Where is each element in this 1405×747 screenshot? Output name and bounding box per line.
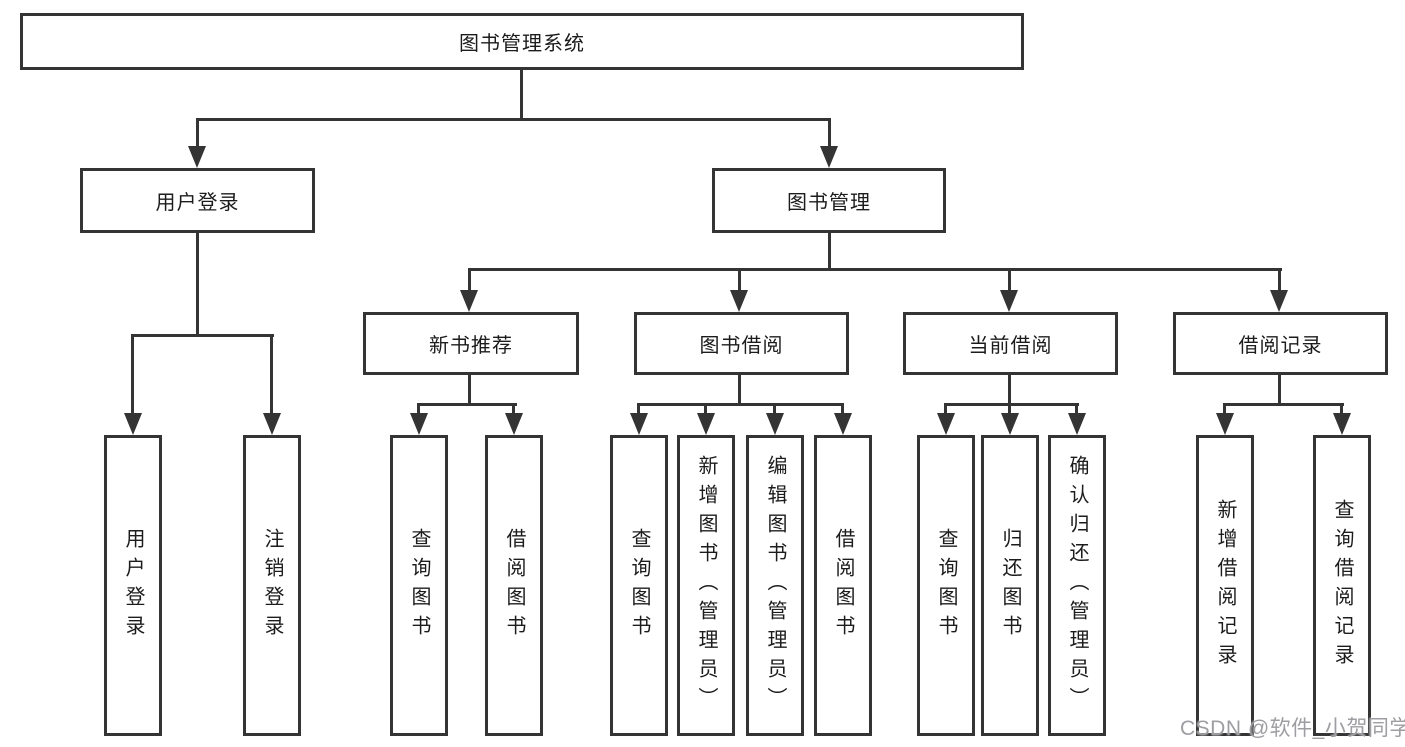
- connector-line: [468, 374, 471, 405]
- leaf-add-borrow-record: 新增借阅记录: [1196, 435, 1254, 736]
- leaf-return-book: 归还图书: [981, 435, 1039, 736]
- arrowhead-down-icon: [1216, 413, 1234, 435]
- arrowhead-down-icon: [460, 290, 478, 312]
- leaf-label: 编辑图书（管理员）: [764, 455, 786, 716]
- node-label: 图书借阅: [699, 335, 784, 357]
- node-current-borrowing: 当前借阅: [903, 312, 1118, 375]
- connector-line: [417, 403, 517, 406]
- arrowhead-down-icon: [1068, 413, 1086, 435]
- connector-line: [196, 118, 199, 148]
- leaf-query-borrow-record: 查询借阅记录: [1313, 435, 1371, 736]
- leaf-edit-book-admin: 编辑图书（管理员）: [746, 435, 804, 736]
- connector-line: [512, 405, 515, 414]
- node-book-management: 图书管理: [712, 168, 946, 233]
- node-user-login: 用户登录: [80, 168, 315, 233]
- connector-line: [704, 405, 707, 414]
- connector-line: [944, 403, 1079, 406]
- connector-line: [841, 405, 844, 414]
- connector-line: [468, 268, 1282, 271]
- leaf-label: 归还图书: [999, 527, 1021, 644]
- connector-line: [1223, 403, 1344, 406]
- leaf-query-books-borrowing: 查询图书: [610, 435, 668, 736]
- arrowhead-down-icon: [1000, 290, 1018, 312]
- arrowhead-down-icon: [410, 413, 428, 435]
- leaf-label: 查询图书: [935, 527, 957, 644]
- connector-line: [773, 405, 776, 414]
- node-new-book-recommend: 新书推荐: [363, 312, 579, 375]
- connector-line: [131, 334, 274, 337]
- connector-line: [1008, 270, 1011, 290]
- leaf-label: 新增借阅记录: [1214, 498, 1236, 673]
- connector-line: [1075, 405, 1078, 414]
- leaf-borrow-books-borrowing: 借阅图书: [814, 435, 872, 736]
- connector-line: [1008, 405, 1011, 414]
- csdn-watermark: CSDN @软件_小贺同学: [1180, 717, 1405, 740]
- connector-line: [944, 405, 947, 414]
- leaf-query-books-recommend: 查询图书: [390, 435, 448, 736]
- connector-line: [828, 233, 831, 270]
- arrowhead-down-icon: [1270, 290, 1288, 312]
- node-label: 新书推荐: [429, 335, 513, 357]
- arrowhead-down-icon: [766, 413, 784, 435]
- leaf-label: 查询图书: [628, 527, 650, 644]
- connector-line: [1223, 405, 1226, 414]
- arrowhead-down-icon: [834, 413, 852, 435]
- leaf-borrow-books-recommend: 借阅图书: [485, 435, 543, 736]
- arrowhead-down-icon: [937, 413, 955, 435]
- connector-line: [196, 233, 199, 335]
- arrowhead-down-icon: [188, 146, 206, 168]
- connector-line: [637, 405, 640, 414]
- leaf-query-books-current: 查询图书: [917, 435, 975, 736]
- connector-line: [738, 374, 741, 405]
- leaf-label: 查询图书: [408, 527, 430, 644]
- connector-line: [520, 69, 523, 120]
- connector-line: [131, 336, 134, 414]
- node-book-borrowing: 图书借阅: [634, 312, 849, 375]
- leaf-label: 注销登录: [261, 527, 283, 644]
- node-label: 用户登录: [155, 192, 240, 214]
- connector-line: [1278, 374, 1281, 405]
- node-root-system: 图书管理系统: [20, 13, 1024, 70]
- connector-line: [270, 336, 273, 414]
- arrowhead-down-icon: [263, 413, 281, 435]
- leaf-logout: 注销登录: [243, 435, 301, 736]
- node-label: 借阅记录: [1238, 335, 1323, 357]
- connector-line: [1340, 405, 1343, 414]
- leaf-user-login: 用户登录: [104, 435, 162, 736]
- node-label: 图书管理: [787, 192, 871, 214]
- leaf-label: 新增图书（管理员）: [695, 455, 717, 716]
- connector-line: [1278, 270, 1281, 290]
- arrowhead-down-icon: [697, 413, 715, 435]
- connector-line: [417, 405, 420, 414]
- leaf-label: 确认归还（管理员）: [1066, 455, 1088, 716]
- leaf-confirm-return-admin: 确认归还（管理员）: [1048, 435, 1106, 736]
- connector-line: [637, 403, 844, 406]
- connector-line: [196, 118, 831, 121]
- leaf-label: 借阅图书: [503, 527, 525, 644]
- connector-line: [1008, 374, 1011, 405]
- leaf-add-book-admin: 新增图书（管理员）: [677, 435, 735, 736]
- leaf-label: 查询借阅记录: [1331, 498, 1353, 673]
- arrowhead-down-icon: [730, 290, 748, 312]
- node-borrow-records: 借阅记录: [1173, 312, 1388, 375]
- connector-line: [828, 118, 831, 148]
- arrowhead-down-icon: [1001, 413, 1019, 435]
- leaf-label: 借阅图书: [832, 527, 854, 644]
- connector-line: [468, 270, 471, 290]
- arrowhead-down-icon: [505, 413, 523, 435]
- arrowhead-down-icon: [124, 413, 142, 435]
- node-label: 当前借阅: [968, 335, 1053, 357]
- arrowhead-down-icon: [630, 413, 648, 435]
- arrowhead-down-icon: [820, 146, 838, 168]
- arrowhead-down-icon: [1333, 413, 1351, 435]
- connector-line: [738, 270, 741, 290]
- leaf-label: 用户登录: [122, 527, 144, 644]
- node-label: 图书管理系统: [459, 33, 585, 55]
